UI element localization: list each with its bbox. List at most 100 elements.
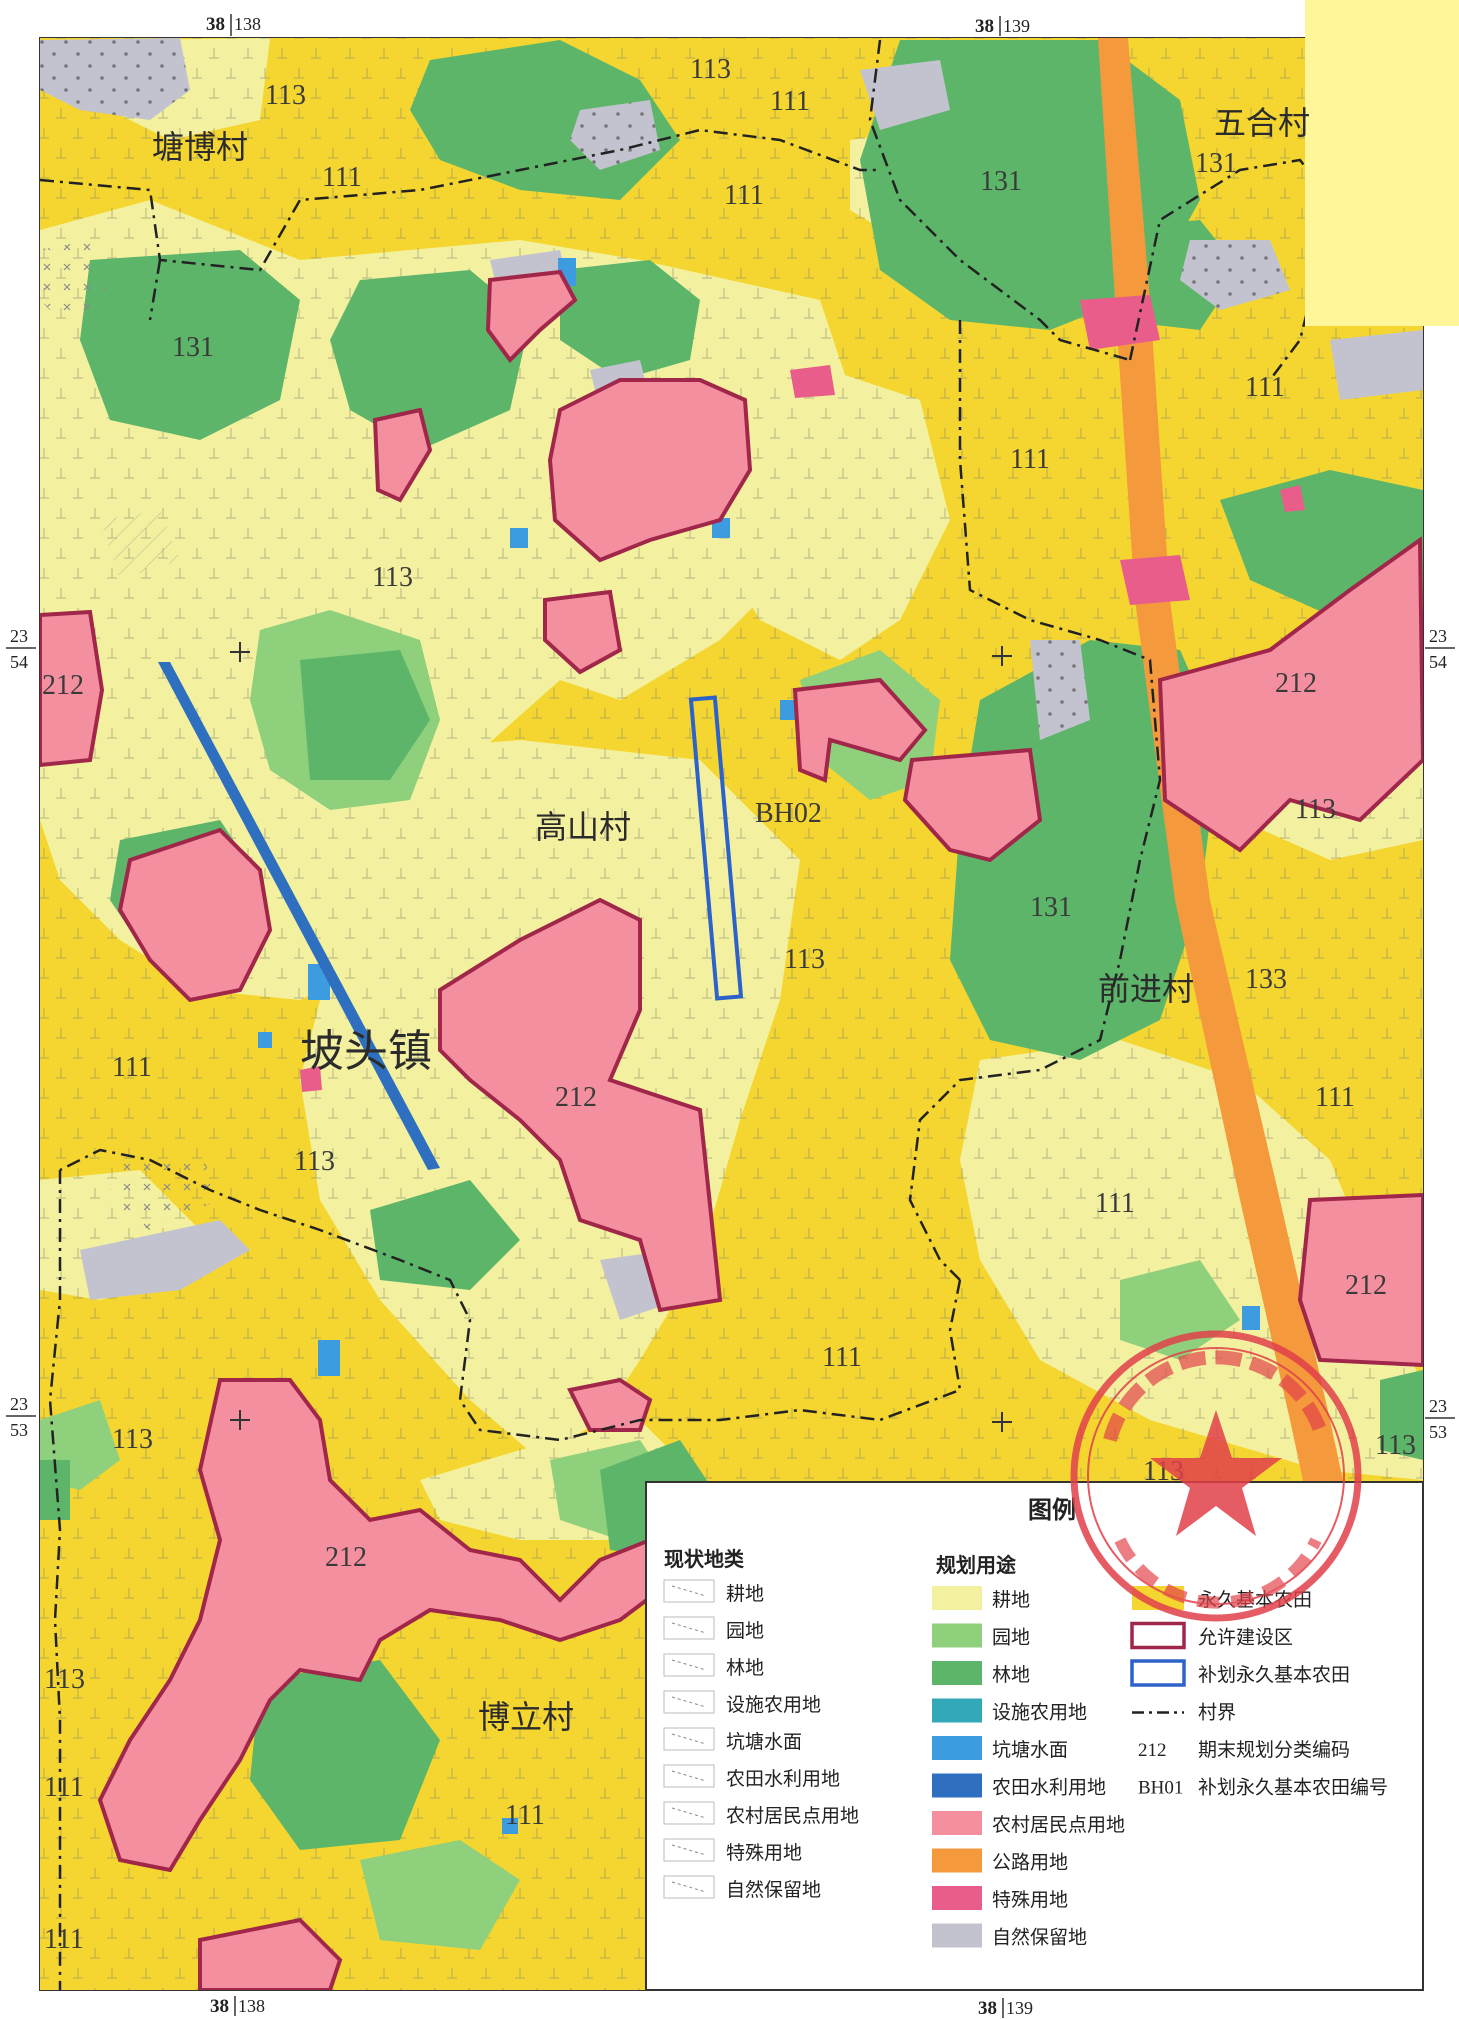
svg-text:139: 139 bbox=[1006, 1998, 1033, 2018]
legend-planned-label: 园地 bbox=[992, 1627, 1030, 1649]
legend-planned-item: 自然保留地 bbox=[932, 1923, 1087, 1949]
svg-text:139: 139 bbox=[1003, 16, 1030, 36]
svg-text:BH02: BH02 bbox=[755, 798, 822, 829]
svg-text:212: 212 bbox=[555, 1082, 597, 1113]
grid-labels: 38 138 38 139 38 138 38 139 23 54 23 54 … bbox=[6, 14, 1455, 2019]
place-qianjin: 前进村 bbox=[1098, 970, 1194, 1008]
svg-text:111: 111 bbox=[44, 1772, 84, 1803]
legend-current-item: 园地 bbox=[663, 1616, 764, 1642]
svg-text:23: 23 bbox=[1429, 626, 1447, 646]
legend-planned-item: 设施农用地 bbox=[932, 1698, 1087, 1724]
legend-planned-label: 设施农用地 bbox=[992, 1702, 1087, 1724]
place-tangbo: 塘博村 bbox=[152, 128, 248, 166]
svg-text:38: 38 bbox=[978, 1998, 997, 2019]
legend-planned-label: 坑塘水面 bbox=[992, 1739, 1068, 1761]
legend-planned-label: 农田水利用地 bbox=[992, 1777, 1106, 1799]
svg-text:111: 111 bbox=[44, 1924, 84, 1955]
legend-current-label: 特殊用地 bbox=[726, 1842, 802, 1864]
legend-planned-item: 坑塘水面 bbox=[932, 1736, 1068, 1761]
legend-planned-label: 耕地 bbox=[992, 1589, 1030, 1611]
legend-planned-list: 耕地园地林地设施农用地坑塘水面农田水利用地农村居民点用地公路用地特殊用地自然保留… bbox=[932, 1586, 1125, 1949]
svg-text:111: 111 bbox=[1010, 444, 1050, 475]
legend-current-label: 耕地 bbox=[726, 1583, 764, 1605]
legend-extra-item: BH01 补划永久基本农田编号 bbox=[1138, 1777, 1388, 1799]
legend-current-item: 林地 bbox=[663, 1653, 764, 1679]
place-wuhe: 五合村 bbox=[1214, 104, 1310, 142]
legend-code-sample: BH01 bbox=[1138, 1778, 1183, 1799]
svg-text:113: 113 bbox=[265, 80, 306, 111]
legend-extra-label: 永久基本农田 bbox=[1198, 1589, 1312, 1611]
svg-text:111: 111 bbox=[1095, 1188, 1135, 1219]
svg-text:111: 111 bbox=[822, 1342, 862, 1373]
svg-text:212: 212 bbox=[42, 670, 84, 701]
svg-text:38: 38 bbox=[210, 1996, 229, 2017]
svg-text:111: 111 bbox=[505, 1800, 545, 1831]
legend-current-item: 农田水利用地 bbox=[663, 1764, 840, 1790]
svg-text:113: 113 bbox=[294, 1146, 335, 1177]
svg-text:131: 131 bbox=[172, 332, 214, 363]
legend-current-item: 坑塘水面 bbox=[663, 1727, 802, 1753]
legend-current-item: 自然保留地 bbox=[663, 1875, 821, 1901]
svg-text:113: 113 bbox=[784, 944, 825, 975]
svg-text:131: 131 bbox=[1195, 148, 1237, 179]
svg-text:133: 133 bbox=[1245, 964, 1287, 995]
official-seal bbox=[1070, 1330, 1362, 1622]
svg-text:113: 113 bbox=[372, 562, 413, 593]
svg-text:113: 113 bbox=[1375, 1430, 1416, 1461]
legend-planned-label: 公路用地 bbox=[992, 1852, 1068, 1874]
svg-text:131: 131 bbox=[980, 166, 1022, 197]
legend-extra-label: 村界 bbox=[1198, 1702, 1236, 1724]
legend-extra-label: 补划永久基本农田编号 bbox=[1198, 1777, 1388, 1799]
svg-text:111: 111 bbox=[1245, 372, 1285, 403]
sticky-note bbox=[1305, 0, 1459, 326]
svg-text:212: 212 bbox=[1275, 668, 1317, 699]
svg-text:38: 38 bbox=[206, 14, 225, 35]
legend-current-label: 自然保留地 bbox=[726, 1879, 821, 1901]
svg-text:111: 111 bbox=[322, 162, 362, 193]
legend-current-label: 农田水利用地 bbox=[726, 1768, 840, 1790]
legend-planned-item: 农村居民点用地 bbox=[932, 1811, 1125, 1836]
map-body bbox=[40, 38, 1423, 1990]
svg-text:111: 111 bbox=[112, 1052, 152, 1083]
svg-text:53: 53 bbox=[10, 1420, 28, 1440]
legend-current-label: 坑塘水面 bbox=[726, 1731, 802, 1753]
legend-extra-label: 允许建设区 bbox=[1198, 1627, 1293, 1649]
svg-text:138: 138 bbox=[238, 1996, 265, 2016]
grid-crosses bbox=[230, 642, 1012, 1432]
legend-planned-item: 特殊用地 bbox=[932, 1886, 1068, 1911]
svg-text:54: 54 bbox=[10, 652, 28, 672]
legend-extra-item: 补划永久基本农田 bbox=[1130, 1659, 1350, 1687]
legend-extra-label: 期末规划分类编码 bbox=[1198, 1739, 1350, 1761]
reserve-areas bbox=[40, 38, 1423, 1320]
svg-text:111: 111 bbox=[1315, 1082, 1355, 1113]
place-potou: 坡头镇 bbox=[300, 1026, 432, 1077]
legend-current-item: 农村居民点用地 bbox=[663, 1801, 859, 1827]
legend-code-sample: 212 bbox=[1138, 1740, 1167, 1761]
svg-text:113: 113 bbox=[1295, 794, 1336, 825]
svg-text:54: 54 bbox=[1429, 652, 1447, 672]
svg-text:53: 53 bbox=[1429, 1422, 1447, 1442]
legend-planned-item: 耕地 bbox=[932, 1586, 1030, 1611]
legend-current-item: 特殊用地 bbox=[663, 1838, 802, 1864]
legend-planned-label: 特殊用地 bbox=[992, 1889, 1068, 1911]
legend-planned-item: 林地 bbox=[932, 1661, 1030, 1686]
legend-current-label: 设施农用地 bbox=[726, 1694, 821, 1716]
legend-planned-label: 自然保留地 bbox=[992, 1927, 1087, 1949]
legend-planned-item: 农田水利用地 bbox=[932, 1773, 1106, 1799]
legend-extra-item: 212 期末规划分类编码 bbox=[1138, 1739, 1350, 1761]
legend-planned-item: 公路用地 bbox=[932, 1848, 1068, 1874]
place-gaoshan: 高山村 bbox=[535, 808, 631, 846]
map-code-labels: 113 113 111 111 111 131 131 131 111 111 … bbox=[42, 54, 1416, 1955]
svg-text:138: 138 bbox=[234, 14, 261, 34]
legend-extra-item: 允许建设区 bbox=[1130, 1621, 1293, 1650]
highway bbox=[1098, 38, 1360, 1560]
svg-text:111: 111 bbox=[770, 86, 810, 117]
svg-text:23: 23 bbox=[10, 1394, 28, 1414]
legend-current-item: 耕地 bbox=[663, 1579, 764, 1605]
svg-text:23: 23 bbox=[1429, 1396, 1447, 1416]
legend-title: 图例 bbox=[1028, 1495, 1076, 1524]
svg-text:212: 212 bbox=[1345, 1270, 1387, 1301]
svg-text:111: 111 bbox=[724, 180, 764, 211]
svg-text:23: 23 bbox=[10, 626, 28, 646]
